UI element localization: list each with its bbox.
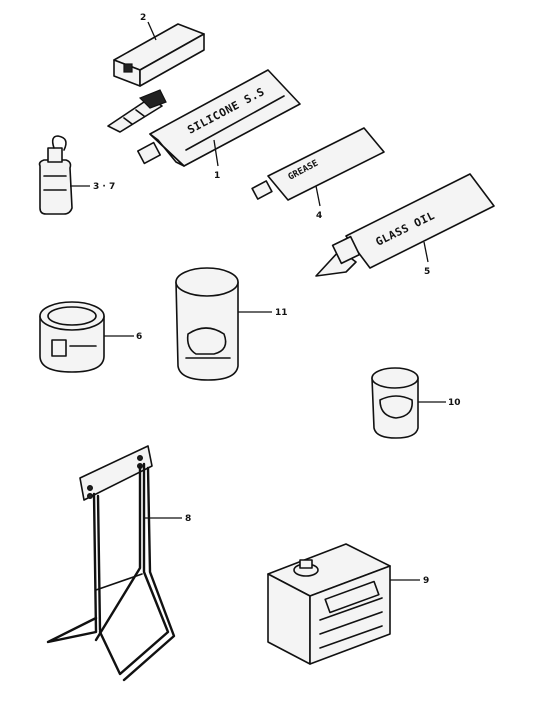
callout-11: 11 [275, 308, 288, 318]
callout-3-7: 3 · 7 [93, 182, 115, 192]
part-8-stand: 8 [46, 445, 191, 682]
callout-6: 6 [136, 332, 142, 342]
part-3-7-bottle: 3 · 7 [38, 135, 115, 215]
part-6-tin: 6 [39, 301, 142, 373]
callout-2: 2 [140, 13, 146, 23]
part-9-can: 9 [267, 543, 429, 665]
applicator-nozzle [107, 89, 167, 133]
part-1-tube: SILICONE S.S 1 [136, 69, 301, 181]
callout-8: 8 [185, 514, 191, 524]
part-2-block: 2 [113, 13, 205, 87]
part-5-tube: GLASS OIL 5 [315, 173, 495, 277]
callout-4: 4 [316, 211, 322, 221]
part-4-tube: GREASE 4 [251, 127, 385, 221]
callout-9: 9 [423, 576, 429, 586]
part-11-can: 11 [175, 267, 288, 381]
callout-5: 5 [424, 267, 430, 277]
callout-1: 1 [214, 171, 220, 181]
part-10-can: 10 [371, 367, 461, 439]
callout-10: 10 [448, 398, 461, 408]
